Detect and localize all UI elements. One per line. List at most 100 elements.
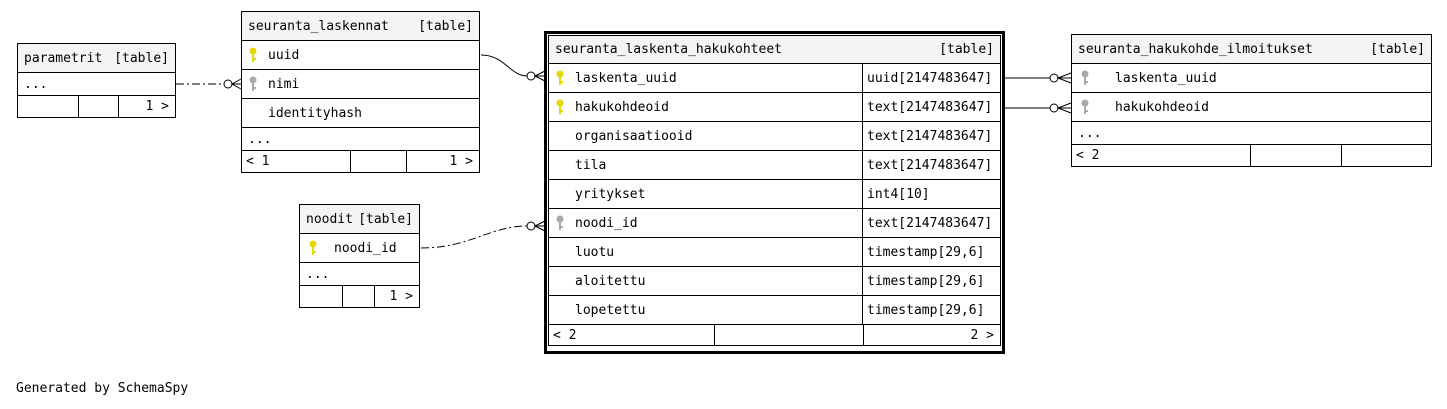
column-type: int4[10] [862, 180, 1000, 208]
relation-crowfoot [1056, 72, 1072, 84]
table-kind: [table] [1370, 41, 1425, 57]
foreign-key-icon [1081, 70, 1089, 85]
column-name: luotu [575, 244, 615, 260]
column-row[interactable]: organisaatiooid text[2147483647] [548, 122, 1001, 151]
column-name: identityhash [268, 105, 362, 121]
relation-crowfoot [230, 78, 242, 90]
column-row[interactable]: hakukohdeoid [1072, 93, 1431, 122]
primary-key-icon [249, 47, 257, 62]
nav-parents[interactable]: < 2 [1076, 148, 1100, 163]
column-name: noodi_id [575, 215, 638, 231]
table-nav: < 2 2 > [548, 325, 1001, 346]
foreign-key-icon [249, 76, 257, 91]
column-row[interactable]: hakukohdeoid text[2147483647] [548, 93, 1001, 122]
table-name: seuranta_laskenta_hakukohteet [555, 42, 782, 57]
table-header[interactable]: noodit [table] [300, 205, 419, 234]
column-row[interactable]: laskenta_uuid uuid[2147483647] [548, 64, 1001, 93]
relation-end-circle [223, 79, 233, 89]
table-kind: [table] [939, 42, 994, 57]
nav-middle [714, 325, 863, 345]
relation-crowfoot [533, 220, 546, 232]
relation-crowfoot [533, 70, 546, 82]
nav-children[interactable]: 2 > [863, 325, 1000, 345]
table-parametrit[interactable]: parametrit [table] ... 1 > [17, 43, 176, 118]
more-columns: ... [1072, 122, 1431, 145]
column-row[interactable]: laskenta_uuid [1072, 64, 1431, 93]
relation-laskennat-hakukohteet [480, 54, 528, 77]
column-name: aloitettu [575, 273, 646, 289]
primary-key-icon [309, 240, 317, 255]
column-name: laskenta_uuid [575, 70, 677, 86]
table-seuranta-laskenta-hakukohteet[interactable]: seuranta_laskenta_hakukohteet [table] la… [544, 31, 1005, 354]
column-name: hakukohdeoid [575, 99, 669, 115]
nav-middle [1250, 145, 1341, 166]
column-row[interactable]: identityhash [242, 99, 479, 128]
more-columns: ... [300, 263, 419, 286]
column-type: text[2147483647] [862, 122, 1000, 150]
column-type: timestamp[29,6] [862, 238, 1000, 266]
column-type: text[2147483647] [862, 151, 1000, 179]
column-row[interactable]: aloitettu timestamp[29,6] [548, 267, 1001, 296]
nav-children[interactable]: 1 > [374, 286, 419, 307]
column-row[interactable]: lopetettu timestamp[29,6] [548, 296, 1001, 325]
table-kind: [table] [114, 50, 169, 66]
generated-by-footer: Generated by SchemaSpy [16, 381, 189, 396]
column-row[interactable]: noodi_id [300, 234, 419, 263]
foreign-key-icon [556, 215, 564, 230]
column-type: uuid[2147483647] [862, 64, 1000, 92]
more-columns: ... [242, 128, 479, 151]
column-row[interactable]: yritykset int4[10] [548, 180, 1001, 209]
table-nav: 1 > [18, 96, 175, 117]
nav-children[interactable]: 1 > [118, 96, 175, 117]
column-name: uuid [268, 47, 300, 63]
primary-key-icon [556, 70, 564, 85]
table-nav: < 2 [1072, 145, 1431, 166]
column-name: noodi_id [334, 240, 397, 256]
table-nav: < 1 1 > [242, 151, 479, 172]
table-name: noodit [306, 211, 353, 227]
table-kind: [table] [358, 211, 413, 227]
column-name: tila [575, 157, 607, 173]
nav-parents[interactable] [300, 286, 342, 307]
column-row[interactable]: uuid [242, 41, 479, 70]
relation-noodit-hakukohteet [420, 225, 528, 249]
nav-parents[interactable] [18, 96, 78, 117]
column-row[interactable]: nimi [242, 70, 479, 99]
column-row[interactable]: tila text[2147483647] [548, 151, 1001, 180]
table-name: seuranta_hakukohde_ilmoitukset [1078, 41, 1313, 57]
column-row[interactable]: noodi_id text[2147483647] [548, 209, 1001, 238]
column-name: organisaatiooid [575, 128, 693, 144]
column-name: laskenta_uuid [1115, 70, 1217, 86]
table-seuranta-hakukohde-ilmoitukset[interactable]: seuranta_hakukohde_ilmoitukset [table] l… [1071, 34, 1432, 167]
column-type: text[2147483647] [862, 209, 1000, 237]
nav-parents[interactable]: < 1 [246, 154, 270, 169]
column-type: text[2147483647] [862, 93, 1000, 121]
nav-parents[interactable]: < 2 [553, 327, 577, 343]
column-type: timestamp[29,6] [862, 267, 1000, 295]
column-name: yritykset [575, 186, 646, 202]
table-noodit[interactable]: noodit [table] noodi_id ... 1 > [299, 204, 420, 308]
column-row[interactable]: luotu timestamp[29,6] [548, 238, 1001, 267]
table-header[interactable]: seuranta_hakukohde_ilmoitukset [table] [1072, 35, 1431, 64]
table-nav: 1 > [300, 286, 419, 307]
table-header[interactable]: seuranta_laskennat [table] [242, 12, 479, 41]
table-kind: [table] [418, 18, 473, 34]
table-header[interactable]: parametrit [table] [18, 44, 175, 73]
table-seuranta-laskennat[interactable]: seuranta_laskennat [table] uuid nimi ide… [241, 11, 480, 173]
nav-children[interactable]: 1 > [406, 151, 479, 172]
table-header[interactable]: seuranta_laskenta_hakukohteet [table] [548, 35, 1001, 64]
column-name: nimi [268, 76, 300, 92]
nav-children[interactable] [1341, 145, 1431, 166]
relation-end-circle [526, 71, 536, 81]
column-type: timestamp[29,6] [862, 296, 1000, 324]
more-columns: ... [18, 73, 175, 96]
primary-key-icon [556, 99, 564, 114]
column-name: lopetettu [575, 302, 646, 318]
nav-middle [78, 96, 118, 117]
relation-end-circle [526, 221, 536, 231]
nav-middle [350, 151, 406, 172]
relation-crowfoot [1056, 102, 1072, 114]
nav-middle [342, 286, 374, 307]
